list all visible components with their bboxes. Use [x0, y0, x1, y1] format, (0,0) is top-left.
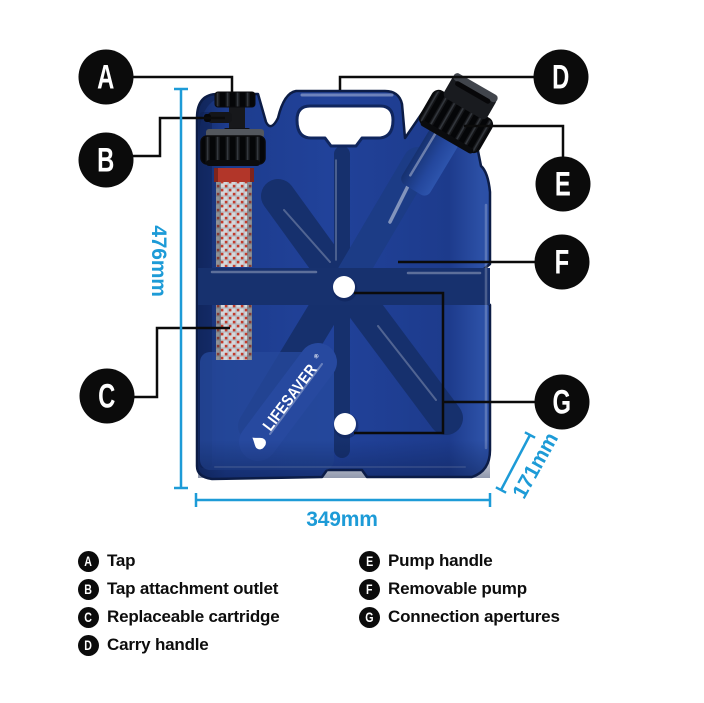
legend-badge-f: F	[359, 578, 380, 600]
carry-handle-cutout	[295, 104, 395, 148]
dimension-lines	[174, 87, 536, 507]
can-bottom-shade	[198, 440, 490, 478]
legend-label: Tap attachment outlet	[107, 579, 279, 598]
legend-item-carry-handle: D Carry handle	[78, 634, 209, 656]
legend-badge-c: C	[78, 606, 99, 628]
legend-item-tap: A Tap	[78, 550, 136, 572]
connection-apertures	[332, 276, 359, 439]
dimension-height-label: 476mm	[147, 225, 170, 297]
callout-letter: A	[97, 58, 115, 96]
callout-letter: E	[555, 165, 571, 203]
legend-item-pump-handle: E Pump handle	[359, 550, 493, 572]
water-drop-icon	[251, 437, 266, 450]
legend-item-replaceable-cartridge: C Replaceable cartridge	[78, 606, 280, 628]
legend-label: Replaceable cartridge	[107, 607, 280, 626]
dimension-line-depth	[495, 431, 536, 494]
callout-lines	[132, 75, 565, 435]
legend-item-removable-pump: F Removable pump	[359, 578, 527, 600]
logo-rib	[239, 343, 337, 461]
legend-label: Removable pump	[388, 579, 527, 598]
tap-collar	[200, 135, 266, 165]
highlight-streaks	[210, 93, 488, 468]
dimension-line-width	[194, 493, 492, 507]
callout-letter: B	[97, 141, 115, 179]
callout-letter: C	[98, 377, 116, 415]
legend-item-connection-apertures: G Connection apertures	[359, 606, 560, 628]
callout-line-c	[134, 326, 230, 399]
legend-badge-g: G	[359, 606, 380, 628]
callout-badge-f: F	[534, 234, 590, 290]
callout-badge-c: C	[79, 368, 135, 424]
legend-badge-d: D	[78, 634, 99, 656]
tap-stem	[229, 100, 245, 136]
legend-badge-a: A	[78, 550, 99, 572]
callout-letter: F	[554, 243, 570, 281]
callout-badge-a: A	[78, 49, 134, 105]
callout-line-e	[464, 124, 565, 157]
legend-item-tap-attachment-outlet: B Tap attachment outlet	[78, 578, 278, 600]
callout-line-d	[338, 75, 535, 90]
tap-assembly	[200, 91, 266, 166]
legend-badge-b: B	[78, 578, 99, 600]
legend-label: Tap	[107, 551, 136, 570]
legend-badge-e: E	[359, 550, 380, 572]
pump-handle-cap	[418, 73, 498, 154]
callout-line-g	[354, 291, 535, 435]
dimension-width-label: 349mm	[306, 508, 378, 531]
legend-label: Connection apertures	[388, 607, 560, 626]
callout-badge-d: D	[533, 49, 589, 105]
callout-line-b	[132, 116, 225, 158]
brand-logo: LIFESAVER ®	[248, 353, 328, 452]
legend-label: Pump handle	[388, 551, 493, 570]
tap-knob	[214, 91, 256, 108]
callout-line-a	[133, 75, 234, 92]
legend-label: Carry handle	[107, 635, 209, 654]
can-corner-shade	[198, 95, 230, 140]
replaceable-cartridge	[214, 168, 254, 360]
callout-badge-e: E	[535, 156, 591, 212]
dimension-line-height	[174, 87, 188, 490]
callout-badge-b: B	[78, 132, 134, 188]
callout-letter: D	[552, 58, 570, 96]
callout-badge-g: G	[534, 374, 590, 430]
callout-letter: G	[552, 383, 572, 421]
